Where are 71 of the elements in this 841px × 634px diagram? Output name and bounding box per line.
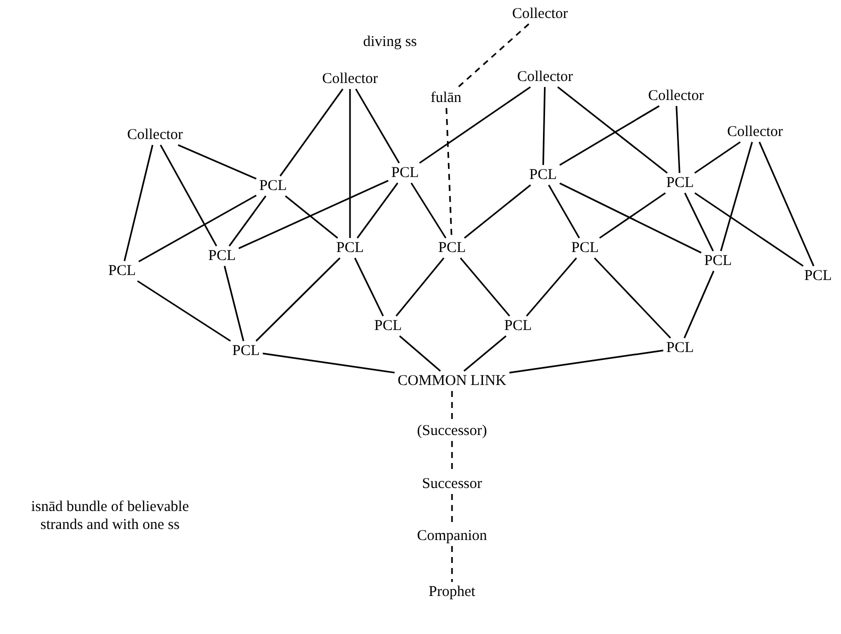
node-label: PCL [231,342,261,360]
connector-line [463,335,507,372]
node-label: Collector [321,70,379,88]
node-label: PCL [207,247,237,265]
connector-line [280,88,344,176]
node-label: PCL [503,317,533,335]
connector-line [160,144,218,246]
connector-line [548,184,580,238]
connector-line [684,270,714,338]
node-label: PCL [528,166,558,184]
connector-line [356,182,398,238]
dashed-line [456,23,530,89]
connector-line [137,280,231,342]
connector-line [228,196,266,246]
connector-line [256,257,340,342]
connector-line [124,144,154,262]
connector-line [284,195,338,239]
connector-line [138,194,257,262]
connector-line [349,89,351,238]
node-label: PCL [258,177,288,195]
node-label: Collector [511,5,569,23]
connector-line [559,105,660,166]
node-label: PCL [703,252,733,270]
node-label: Prophet [428,583,476,601]
node-label: Successor [421,475,483,493]
connector-line [557,86,668,174]
node-label: PCL [107,262,137,280]
connector-line [509,350,664,374]
node-label: PCL [335,239,365,257]
node-label: Collector [126,126,184,144]
connector-line [224,266,244,342]
connector-line [419,86,531,164]
dashed-line [451,391,453,421]
note-text: diving ss [362,33,418,51]
connector-line [399,335,441,372]
node-label: PCL [803,267,833,285]
node-label: Collector [647,87,705,105]
node-label: PCL [390,164,420,182]
node-label: COMMON LINK [396,372,508,390]
connector-line [559,182,702,254]
connector-line [694,192,804,267]
connector-line [460,257,510,317]
connector-line [676,106,680,174]
node-label: Collector [726,123,784,141]
connector-line [355,88,400,164]
connector-line [542,86,546,166]
connector-line [238,180,389,250]
node-label: PCL [437,239,467,257]
node-label: PCL [570,239,600,257]
node-label: PCL [665,174,695,192]
node-label: PCL [665,339,695,357]
node-label: Collector [516,68,574,86]
connector-line [464,184,532,239]
node-label: (Successor) [416,422,488,440]
dashed-line [451,546,453,582]
connector-line [720,142,753,252]
connector-line [396,258,444,316]
connector-line [354,258,384,316]
connector-line [758,142,814,266]
connector-line [694,141,741,174]
node-label: Companion [416,527,488,545]
connector-line [599,192,666,239]
connector-line [178,144,257,180]
connector-line [684,192,714,252]
node-label: PCL [373,317,403,335]
connector-line [262,352,395,374]
note-text: isnād bundle of believable strands and with one ss [30,498,190,534]
connector-line [410,182,446,238]
node-label: fulān [430,89,462,107]
connector-line [594,257,672,339]
connector-line [526,257,578,317]
